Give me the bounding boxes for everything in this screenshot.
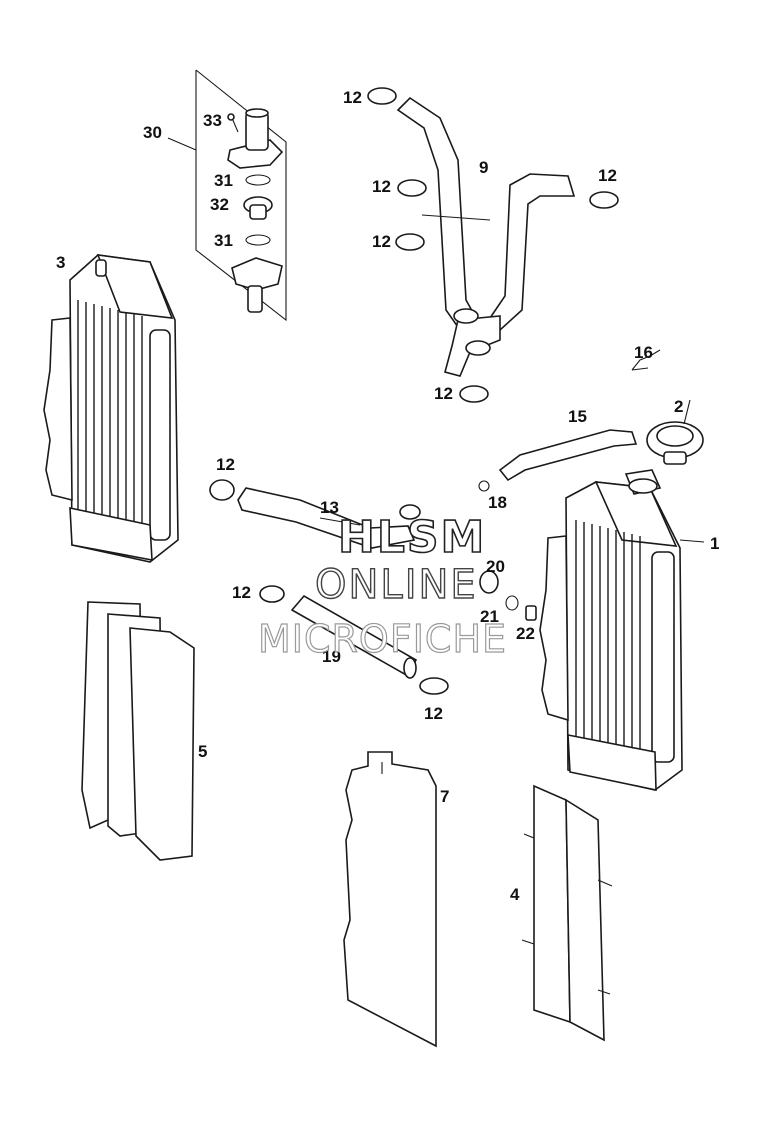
watermark-line-2: ONLINE [315, 562, 478, 608]
callout-12-middle: 12 [372, 232, 391, 251]
callout-2: 2 [674, 397, 683, 416]
callout-30: 30 [143, 123, 162, 142]
overflow-hose [498, 429, 638, 482]
left-radiator-core-fins [77, 300, 143, 541]
leader-lines [319, 399, 705, 543]
callout-12-upper: 12 [372, 177, 391, 196]
callout-3: 3 [56, 253, 65, 272]
drain-screw-parts [479, 570, 537, 621]
callout-12-junction: 12 [434, 384, 453, 403]
callout-12-bottom: 12 [424, 704, 443, 723]
radiator-shroud-left [81, 601, 195, 861]
callout-32: 32 [210, 195, 229, 214]
callout-19: 19 [322, 647, 341, 666]
left-radiator [43, 254, 179, 563]
upper-y-hose [396, 96, 576, 377]
watermark-line-1: HLSM [338, 512, 486, 563]
callout-9: 9 [479, 158, 488, 177]
callout-12-top: 12 [343, 88, 362, 107]
callout-12-right: 12 [598, 166, 617, 185]
callout-1: 1 [710, 534, 719, 553]
callout-5: 5 [198, 742, 207, 761]
radiator-hose-19 [290, 594, 418, 679]
callout-7: 7 [440, 787, 449, 806]
callout-4: 4 [510, 885, 520, 904]
thermostat-housing-assembly [167, 69, 287, 322]
callout-18: 18 [488, 493, 507, 512]
radiator-shroud-right [521, 784, 613, 1042]
callout-12-hose13: 12 [216, 455, 235, 474]
callout-33: 33 [203, 111, 222, 130]
hose-clip [631, 349, 661, 371]
callout-21: 21 [480, 607, 499, 626]
right-radiator-core-fins [575, 520, 641, 766]
callout-31-upper: 31 [214, 171, 233, 190]
callout-31-lower: 31 [214, 231, 233, 250]
radiator-cap [646, 421, 704, 465]
radiator-hose-13 [237, 487, 416, 549]
hose-clamp [209, 87, 619, 695]
callout-15: 15 [568, 407, 587, 426]
callout-13: 13 [320, 498, 339, 517]
watermark: HLSM ONLINE MICROFICHE [257, 511, 507, 661]
callout-22: 22 [516, 624, 535, 643]
small-clamp [478, 480, 490, 492]
watermark-line-3: MICROFICHE [258, 617, 507, 661]
callout-16: 16 [634, 343, 653, 362]
radiator-gasket-panel [343, 751, 437, 1048]
callout-20: 20 [486, 557, 505, 576]
callout-12-hose19: 12 [232, 583, 251, 602]
callout-labels: 1 2 3 4 5 7 9 12 12 12 12 12 12 12 12 13… [56, 88, 719, 904]
right-radiator [539, 469, 683, 791]
